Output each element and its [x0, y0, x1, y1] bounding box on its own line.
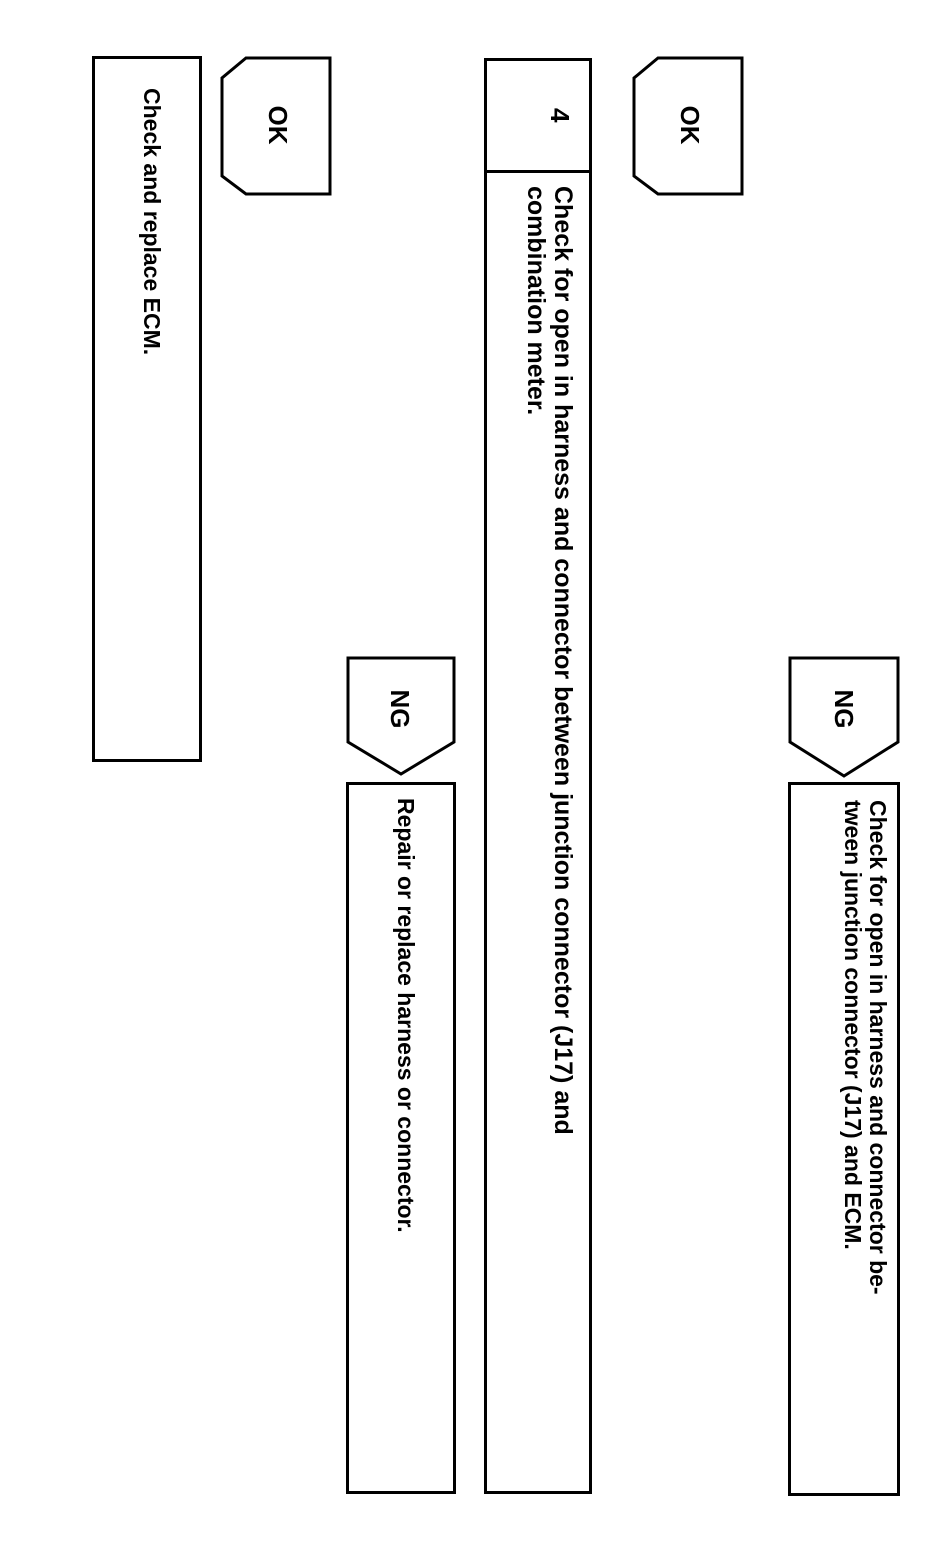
ng-tag-top — [788, 656, 900, 778]
step-4-description: Check for open in harness and connector … — [522, 186, 577, 1135]
step4-ng-action-box — [346, 782, 456, 1494]
top-ng-action-text: Check for open in harness and connector … — [840, 800, 891, 1295]
step-4-number: 4 — [545, 108, 575, 123]
step-4-divider — [487, 170, 589, 173]
step-4-box — [484, 58, 592, 1494]
ok-tag-top — [632, 56, 744, 196]
ok-tag-step4 — [220, 56, 332, 196]
top-ng-action-line-1: Check for open in harness and connector … — [865, 800, 891, 1295]
ng-tag-top-label: NG — [829, 689, 859, 729]
step4-ng-action-text: Repair or replace harness or connector. — [393, 798, 419, 1233]
ok-tag-step4-label: OK — [263, 105, 293, 145]
ng-tag-step4-label: NG — [385, 689, 415, 729]
step4-ok-action-text: Check and replace ECM. — [139, 88, 165, 356]
step-4-line-2: combination meter. — [522, 186, 550, 416]
ok-tag-top-label: OK — [675, 105, 705, 145]
top-ng-action-box — [788, 782, 900, 1496]
ng-tag-step4 — [346, 656, 456, 776]
step4-ok-action-box — [92, 56, 202, 762]
step-4-line-1: Check for open in harness and connector … — [549, 186, 577, 1135]
top-ng-action-line-2: tween junction connector (J17) and ECM. — [840, 800, 867, 1250]
